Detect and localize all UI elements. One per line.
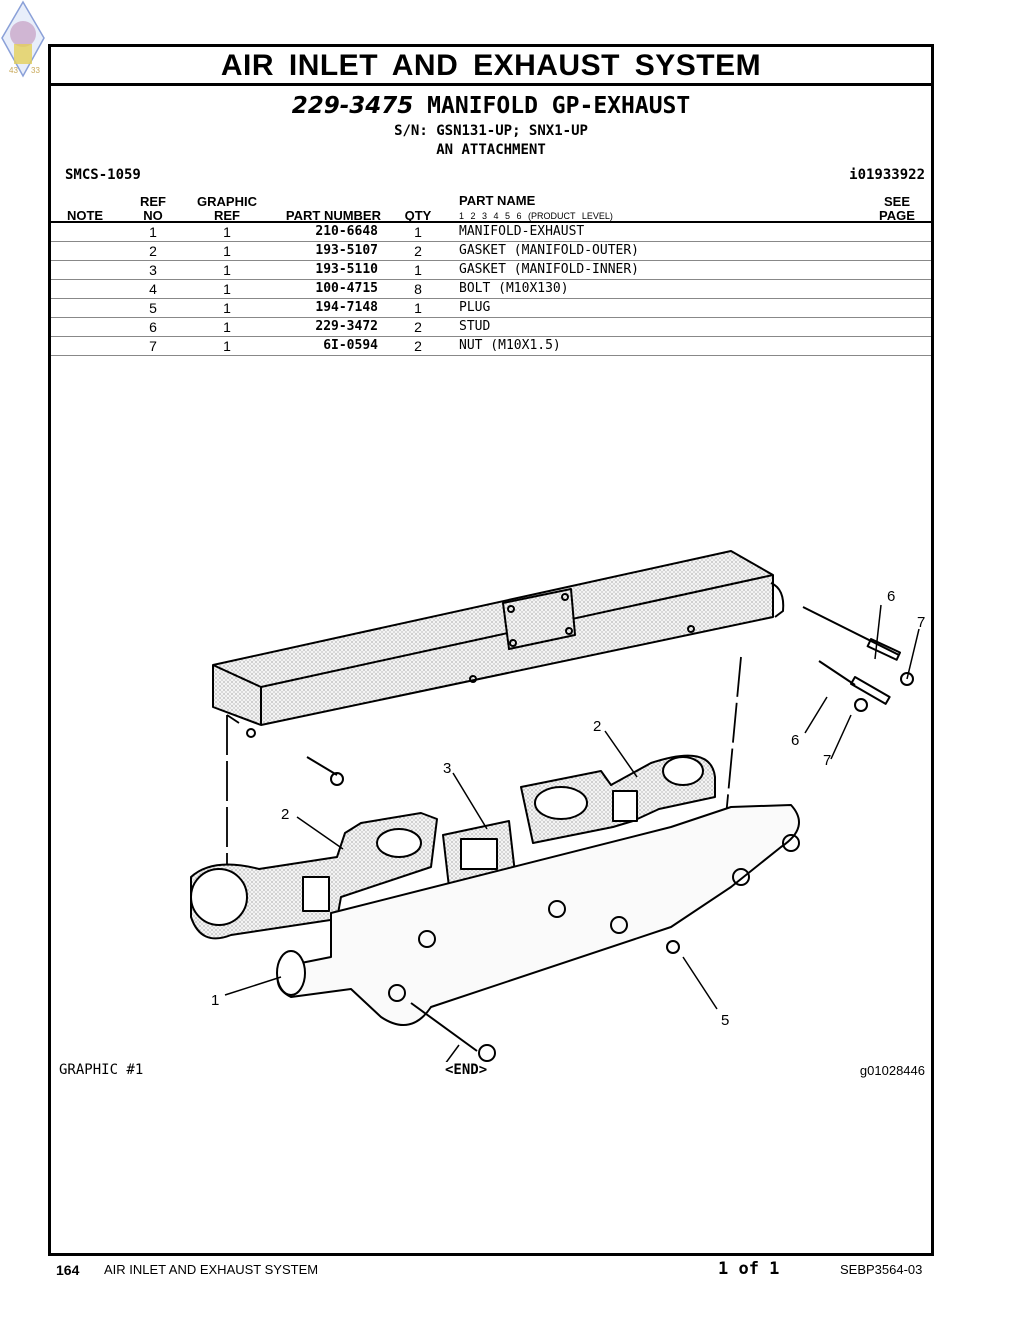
callout-7-mid: 7 (823, 752, 831, 769)
graphic-ref: 1 (223, 262, 231, 278)
callout-3: 3 (443, 760, 451, 777)
parts-list: 1 1 210-6648 1 MANIFOLD-EXHAUST 2 1 193-… (51, 223, 931, 356)
table-row: 7 1 6I-0594 2 NUT (M10X1.5) (51, 337, 931, 356)
part-number: 193-5110 (315, 262, 378, 277)
ref-no: 2 (149, 243, 157, 259)
stud-nut-set (306, 606, 914, 786)
callout-2-left: 2 (281, 806, 289, 823)
ref-no: 5 (149, 300, 157, 316)
graphic-ref: 1 (223, 243, 231, 259)
header-rule (51, 221, 931, 223)
qty: 2 (414, 319, 422, 335)
ref-no: 6 (149, 319, 157, 335)
callout-1: 1 (211, 992, 219, 1009)
table-row: 2 1 193-5107 2 GASKET (MANIFOLD-OUTER) (51, 242, 931, 261)
ref-no: 4 (149, 281, 157, 297)
exhaust-manifold (276, 804, 800, 1062)
qty: 2 (414, 243, 422, 259)
part-name: GASKET (MANIFOLD-OUTER) (459, 243, 640, 258)
table-row: 1 1 210-6648 1 MANIFOLD-EXHAUST (51, 223, 931, 242)
callout-6-mid: 6 (791, 732, 799, 749)
footer-section: AIR INLET AND EXHAUST SYSTEM (104, 1262, 319, 1277)
graphic-id: g01028446 (859, 1063, 925, 1078)
graphic-ref: 1 (223, 281, 231, 297)
part-number: 6I-0594 (323, 338, 378, 353)
callout-5: 5 (721, 1012, 729, 1029)
graphic-ref: 1 (223, 319, 231, 335)
logo-left-number: 43 (9, 66, 18, 75)
qty: 1 (414, 224, 422, 240)
part-number: 100-4715 (315, 281, 378, 296)
part-name: MANIFOLD-EXHAUST (459, 224, 585, 239)
col-ref-top: REF (140, 194, 166, 209)
logo-right-number: 33 (31, 66, 40, 75)
col-see-top: SEE (883, 194, 910, 209)
part-name: NUT (M10X1.5) (459, 338, 561, 353)
graphic-ref: 1 (223, 224, 231, 240)
col-see-bottom: PAGE (879, 208, 915, 223)
part-number: 229-3472 (315, 319, 378, 334)
table-row: 4 1 100-4715 8 BOLT (M10X130) (51, 280, 931, 299)
callout-2-right: 2 (593, 718, 601, 735)
outer-gasket-left (190, 812, 438, 940)
part-number: 194-7148 (315, 300, 378, 315)
callout-6-top: 6 (887, 588, 895, 605)
ref-no: 1 (149, 224, 157, 240)
footer-page-number: 164 (56, 1262, 80, 1278)
part-number: 210-6648 (315, 224, 378, 239)
serial-numbers: S/N: GSN131-UP; SNX1-UP (394, 123, 588, 139)
part-name: PLUG (459, 300, 491, 315)
document-id: i01933922 (849, 167, 925, 183)
footer-page-of: 1 of 1 (718, 1259, 780, 1279)
graphic-ref: 1 (223, 300, 231, 316)
table-row: 6 1 229-3472 2 STUD (51, 318, 931, 337)
part-name: BOLT (M10X130) (459, 281, 569, 296)
page-frame: AIR INLET AND EXHAUST SYSTEM 229-3475 MA… (48, 44, 934, 1256)
col-part-name: PART NAME (459, 193, 536, 208)
outer-gasket-right (520, 754, 716, 844)
publisher-logo: 43 33 (1, 0, 45, 78)
group-number: 229-3475 (291, 93, 414, 119)
table-row: 5 1 194-7148 1 PLUG (51, 299, 931, 318)
footer-doc-number: SEBP3564-03 (840, 1262, 923, 1277)
col-part-number: PART NUMBER (285, 208, 381, 223)
ref-no: 3 (149, 262, 157, 278)
section-title: AIR INLET AND EXHAUST SYSTEM (51, 47, 931, 86)
qty: 2 (414, 338, 422, 354)
qty: 8 (414, 281, 422, 297)
manifold-cover (212, 550, 785, 738)
col-product-level: 1 2 3 4 5 6 (PRODUCT LEVEL) (459, 211, 613, 221)
col-graphic-top: GRAPHIC (197, 194, 257, 209)
exploded-view-drawing: 1 2 2 3 4 5 6 6 7 7 (190, 550, 925, 1062)
group-name: MANIFOLD GP-EXHAUST (427, 93, 691, 119)
qty: 1 (414, 262, 422, 278)
col-graphic-bottom: REF (214, 208, 240, 223)
callout-7-top: 7 (917, 614, 925, 631)
part-number: 193-5107 (315, 243, 378, 258)
attachment-label: AN ATTACHMENT (436, 142, 546, 158)
graphic-label: GRAPHIC #1 (59, 1062, 144, 1078)
part-name: STUD (459, 319, 491, 334)
graphic-ref: 1 (223, 338, 231, 354)
qty: 1 (414, 300, 422, 316)
col-ref-bottom: NO (143, 208, 163, 223)
ref-no: 7 (149, 338, 157, 354)
smcs-code: SMCS-1059 (65, 167, 141, 183)
part-name: GASKET (MANIFOLD-INNER) (459, 262, 640, 277)
group-heading: 229-3475 MANIFOLD GP-EXHAUST (51, 93, 931, 119)
table-row: 3 1 193-5110 1 GASKET (MANIFOLD-INNER) (51, 261, 931, 280)
end-marker: <END> (445, 1062, 488, 1078)
col-qty: QTY (404, 208, 432, 223)
col-note: NOTE (66, 208, 104, 223)
